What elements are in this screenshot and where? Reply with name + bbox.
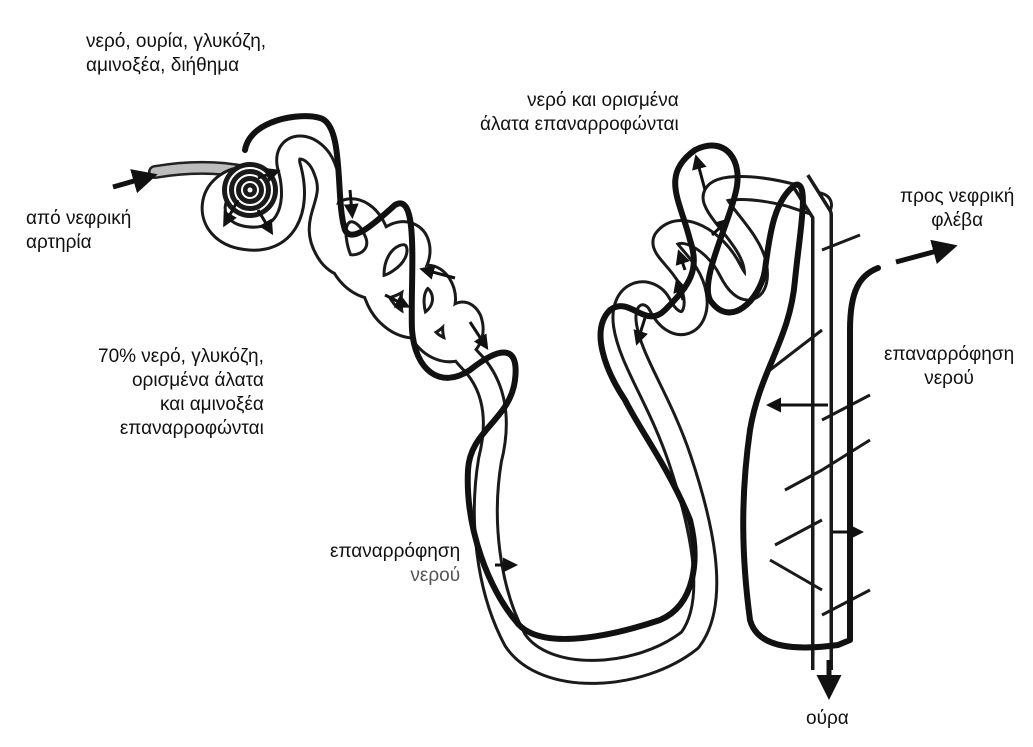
arrow-glom-3 bbox=[256, 209, 274, 236]
label-filtrate: νερό, ουρία, γλυκόζη, αμινοξέα, διήθημα bbox=[86, 31, 267, 76]
arrow-distal-3 bbox=[675, 249, 690, 271]
collecting-duct bbox=[769, 174, 871, 670]
arrow-distal-5 bbox=[633, 317, 648, 346]
arrow-reabs-2 bbox=[384, 293, 411, 308]
arrow-reabs-3 bbox=[468, 321, 489, 351]
glomerulus bbox=[222, 162, 278, 218]
arrow-glom-2 bbox=[223, 199, 240, 228]
renal-tubule bbox=[200, 134, 833, 685]
label-from-artery: από νεφρική αρτηρία bbox=[26, 208, 132, 253]
label-urine: ούρα bbox=[806, 708, 849, 729]
arrow-to-vein bbox=[895, 239, 958, 265]
peritubular-capillary bbox=[242, 113, 881, 651]
arrow-distal-4 bbox=[673, 277, 688, 301]
flow-arrows bbox=[112, 154, 958, 700]
label-to-vein: προς νεφρική φλέβα bbox=[900, 186, 1015, 231]
label-distal-reabsorption: νερό και ορισμένα άλατα επαναρροφώνται bbox=[480, 90, 679, 135]
arrow-distal-1 bbox=[692, 154, 707, 191]
label-duct-reabsorption: επαναρρόφηση νερού bbox=[884, 344, 1015, 389]
arrow-glom-1 bbox=[257, 167, 281, 183]
arrow-distal-2 bbox=[710, 217, 731, 237]
label-loop-reabsorption: επαναρρόφηση νερού bbox=[330, 541, 461, 586]
arrow-into-artery bbox=[112, 169, 158, 194]
label-proximal-reabsorption: 70% νερό, γλυκόζη, ορισμένα άλατα και αμ… bbox=[98, 346, 264, 439]
arrow-reabs-1 bbox=[419, 265, 456, 280]
arrow-tubule-1 bbox=[343, 189, 359, 219]
